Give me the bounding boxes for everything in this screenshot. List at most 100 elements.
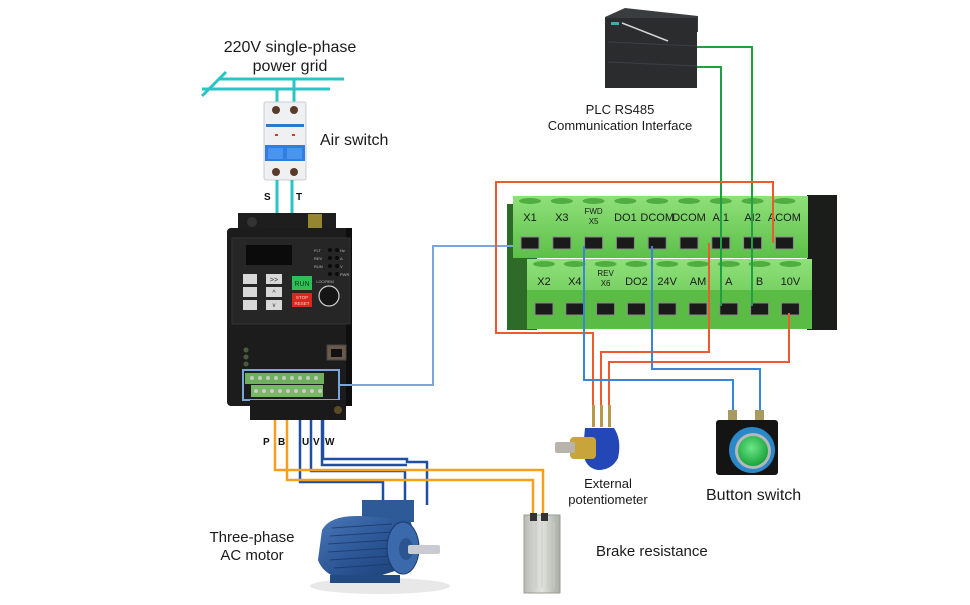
wire-p-brake [273,420,545,518]
plc-label: PLC RS485 Communication Interface [530,102,710,133]
terminal-socket-24v[interactable] [657,302,677,316]
terminal-socket-do1[interactable] [615,236,635,250]
indicator-leds [328,248,339,276]
terminal-socket-x1[interactable] [520,236,540,250]
terminal-label: A [725,276,733,288]
terminal-label-s: S [264,192,271,203]
terminal-label: DO2 [625,276,648,288]
button-switch [716,410,778,475]
pot-shaft[interactable] [555,442,575,453]
terminal-label: DCOM [672,212,706,224]
terminal-screw-hole [687,261,709,267]
set-key[interactable] [243,287,257,297]
terminal-socket-b[interactable] [750,302,770,316]
motor-label-line1: Three-phase [209,529,295,546]
terminal-screw-hole [773,198,796,204]
run-button[interactable] [292,276,312,290]
pot-pin [608,405,611,427]
terminal-screw-hole [582,198,605,204]
terminal-socket-acom[interactable] [774,236,794,250]
potentiometer-knob[interactable] [318,285,340,307]
air-switch-label: Air switch [320,132,389,149]
terminal-label: 24V [657,276,677,288]
green-push-button[interactable] [738,436,768,466]
motor-label: Three-phase AC motor [192,529,312,565]
terminal-screw-hole [656,261,679,267]
terminal-screw-hole [717,261,740,267]
terminal-label: AM [690,276,707,288]
terminal-socket-dcom[interactable] [679,236,699,250]
stop-reset-button[interactable] [292,293,312,307]
knob-label: LOC/REM [316,280,333,284]
pot-pin [592,405,595,427]
terminal-label: B [756,276,763,288]
three-phase-motor [310,500,450,594]
run-button-label: RUN [294,281,309,288]
terminal-screw-hole [748,261,771,267]
mf-key[interactable] [243,300,257,310]
terminal-socket-x2[interactable] [534,302,554,316]
rs485-port-socket [331,349,342,357]
inverter-screw [243,347,249,353]
wire-10v-potentiometer [608,313,790,410]
motor-label-line2: AC motor [220,547,284,564]
wire-x5-button [583,246,734,412]
terminal-label: X6 [601,279,611,288]
power-terminal-block [250,400,346,420]
power-grid-label-line2: power grid [252,58,328,76]
button-switch-label: Button switch [706,487,802,504]
indicator-label: Hz [340,248,345,253]
zoom-link-line [339,245,513,386]
terminal-screw-hole [533,261,555,267]
up-key-label: ^ [272,290,276,297]
terminal-label: REV [597,269,614,278]
prg-key[interactable] [243,274,257,284]
terminal-screw-hole [779,261,802,267]
terminal-screw-hole [625,261,648,267]
down-key[interactable] [266,300,282,310]
up-key[interactable] [266,287,282,297]
indicator-label: V [340,264,343,269]
terminal-label-p: P [263,437,270,448]
terminal-label: ACOM [768,212,801,224]
plc-seam [607,61,698,67]
terminal-label: FWD [584,207,602,216]
stop-label: STOP [296,295,308,300]
shift-key[interactable] [266,274,282,284]
terminal-screw-hole [646,198,669,204]
air-switch-brand-strip [266,124,304,127]
terminal-screw-hole [594,261,617,267]
motor-junction-box [362,500,414,522]
button-terminal [755,410,764,422]
terminal-screw-hole [678,198,700,204]
plc-seam [607,41,698,47]
wire-acom-potentiometer [495,181,774,410]
terminal-socket-do2[interactable] [626,302,646,316]
terminal-socket-x3[interactable] [552,236,572,250]
terminal-socket-fwd-x5[interactable] [584,236,604,250]
terminal-label: X2 [537,276,550,288]
terminal-socket-a[interactable] [719,302,739,316]
terminal-label: 10V [781,276,801,288]
terminal-socket-rev-x6[interactable] [596,302,616,316]
air-switch-screw [272,106,280,114]
plc-label-line2: Communication Interface [547,117,693,133]
terminal-socket-dcom[interactable] [647,236,667,250]
air-switch-screw [272,168,280,176]
potentiometer-label: External potentiometer [548,476,668,507]
indicator-label: A [340,256,343,261]
air-switch-screw [290,106,298,114]
terminal-socket-x4[interactable] [565,302,585,316]
potentiometer-label-line1: External [584,476,632,491]
terminal-socket-10v[interactable] [780,302,800,316]
terminal-socket-am[interactable] [688,302,708,316]
air-switch-indicator [292,134,295,136]
terminal-screw-hole [563,261,586,267]
brake-resistance [523,513,561,594]
air-switch [263,101,307,181]
control-terminal-screws [250,376,322,393]
